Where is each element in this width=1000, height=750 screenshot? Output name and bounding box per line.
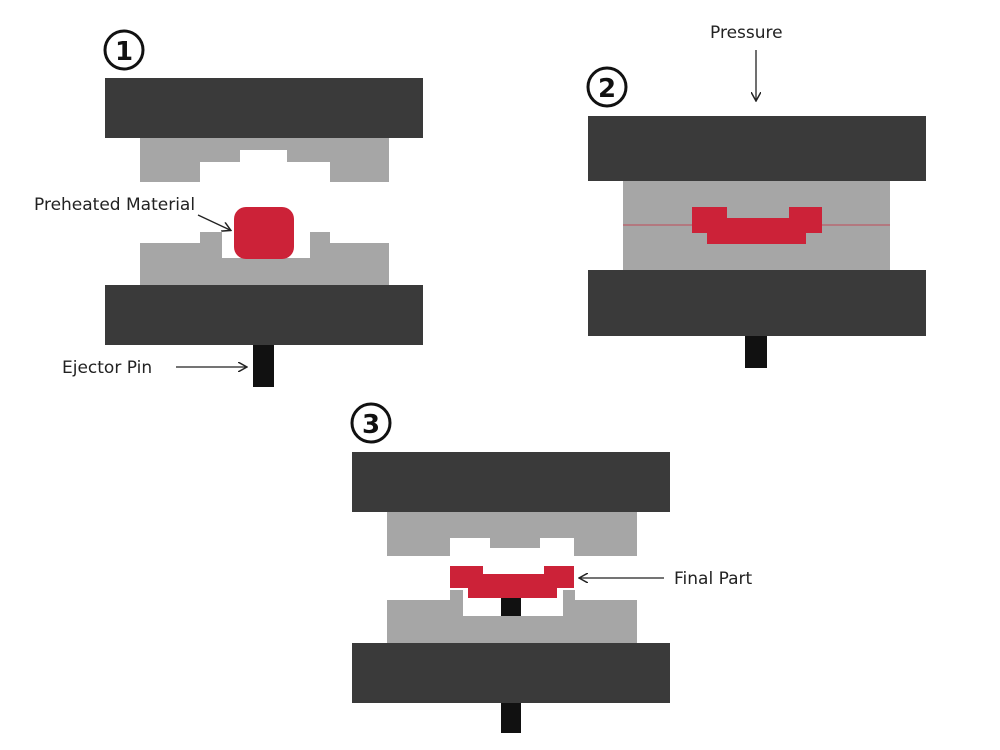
- bottom-platen: [105, 285, 423, 345]
- step-2-number: 2: [598, 74, 616, 104]
- ejector-pin: [745, 336, 767, 368]
- step-1-marker: 1: [103, 29, 145, 71]
- pressure-label: Pressure: [710, 23, 783, 43]
- preheated-material-arrow: [197, 214, 230, 230]
- top-platen: [352, 452, 670, 512]
- top-platen: [105, 78, 423, 138]
- final-part: [450, 566, 574, 598]
- preheated-material: [234, 207, 294, 259]
- bottom-platen: [588, 270, 926, 336]
- step-1-number: 1: [115, 37, 133, 67]
- top-platen: [588, 116, 926, 181]
- step-3-marker: 3: [350, 402, 392, 444]
- step-2-pressed-mold: 2 Pressure: [586, 23, 926, 368]
- ejector-pin-raised: [501, 598, 521, 616]
- lower-mold: [387, 590, 637, 643]
- upper-mold: [140, 138, 389, 182]
- step-1-open-mold: 1 Preheated Material Ejector Pin: [34, 29, 423, 387]
- preheated-material-label: Preheated Material: [34, 195, 195, 215]
- final-part-label: Final Part: [674, 569, 752, 589]
- ejector-pin: [501, 703, 521, 733]
- upper-mold: [387, 512, 637, 556]
- compressed-material: [692, 207, 822, 244]
- step-3-number: 3: [362, 410, 380, 440]
- step-3-ejected-part: 3 Final Part: [350, 402, 752, 733]
- ejector-pin: [253, 345, 274, 387]
- bottom-platen: [352, 643, 670, 703]
- ejector-pin-label: Ejector Pin: [62, 358, 152, 378]
- step-2-marker: 2: [586, 66, 628, 108]
